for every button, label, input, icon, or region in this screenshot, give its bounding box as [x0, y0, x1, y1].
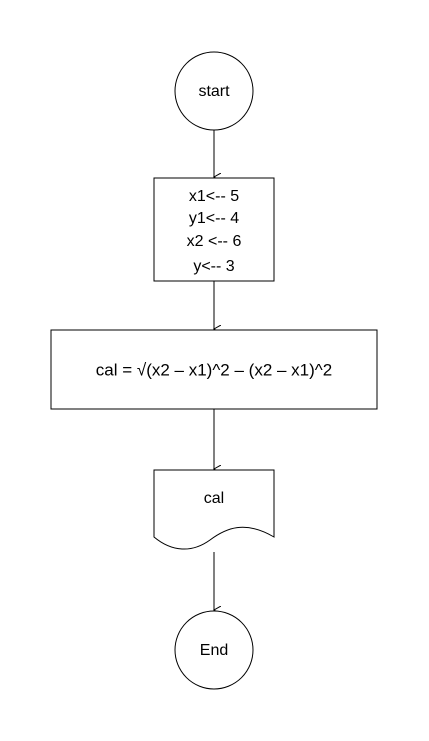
assign-line-1: x1<-- 5 [189, 188, 239, 205]
end-node-label: End [200, 642, 228, 659]
assign-line-3: x2 <-- 6 [187, 233, 242, 250]
process-node: cal = √(x2 – x1)^2 – (x2 – x1)^2 [50, 329, 378, 410]
end-node: End [174, 610, 254, 690]
process-node-label: cal = √(x2 – x1)^2 – (x2 – x1)^2 [96, 360, 332, 379]
start-node-label: start [198, 83, 230, 100]
output-node: cal [153, 469, 275, 550]
assign-line-4: y<-- 3 [193, 258, 234, 275]
output-node-label: cal [204, 490, 224, 507]
assign-line-2: y1<-- 4 [189, 210, 239, 227]
assign-node: x1<-- 5 y1<-- 4 x2 <-- 6 y<-- 3 [153, 177, 275, 282]
start-node: start [174, 51, 254, 131]
